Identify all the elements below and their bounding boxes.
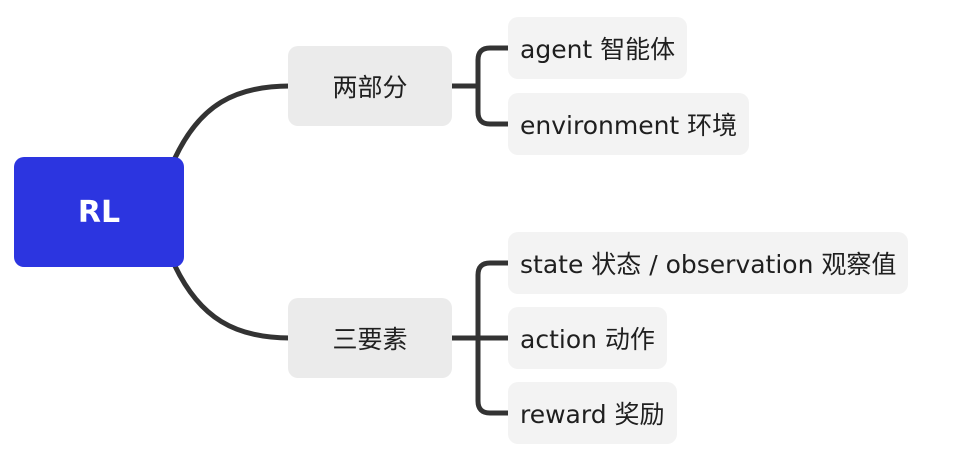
leaf-node-reward[interactable]: reward 奖励 <box>508 382 677 444</box>
leaf-node-environment[interactable]: environment 环境 <box>508 93 750 155</box>
connector-root-to-branch-parts <box>172 83 293 161</box>
connector-root-to-branch-elements <box>172 263 293 341</box>
connector-branch-parts-bracket <box>475 45 511 127</box>
leaf-node-action[interactable]: action 动作 <box>508 307 667 369</box>
connector-branch-elements-bracket <box>475 260 511 416</box>
root-node[interactable]: RL <box>14 157 184 267</box>
branch-node-parts[interactable]: 两部分 <box>288 46 452 126</box>
branch-node-elements[interactable]: 三要素 <box>288 298 452 378</box>
leaf-node-agent[interactable]: agent 智能体 <box>508 17 688 79</box>
leaf-node-state[interactable]: state 状态 / observation 观察值 <box>508 232 909 294</box>
